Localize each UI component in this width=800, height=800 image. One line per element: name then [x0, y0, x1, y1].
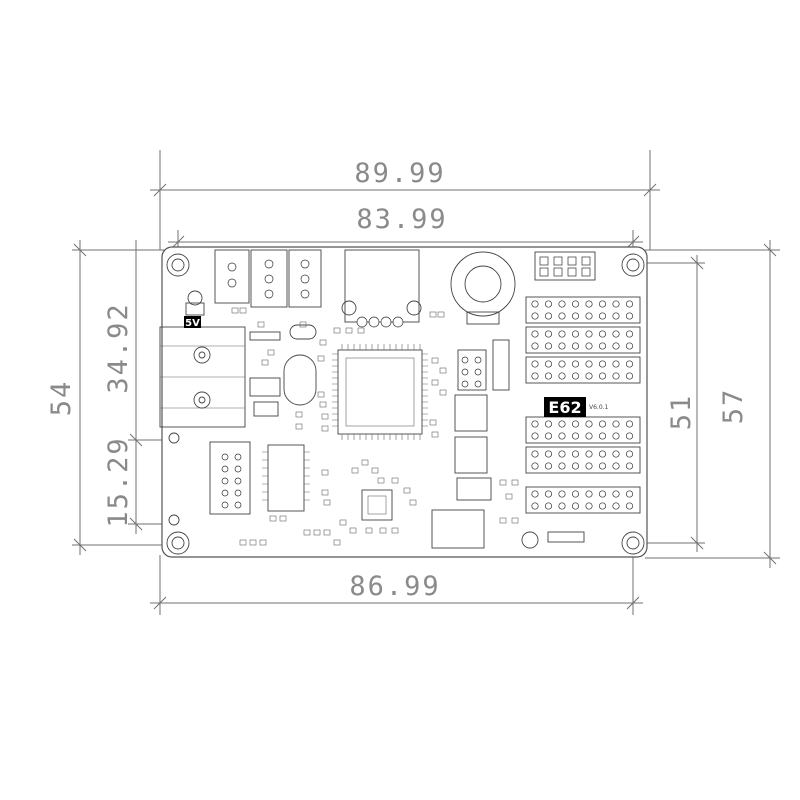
smd-part	[321, 469, 329, 476]
smd-part	[321, 425, 329, 432]
header-connector	[525, 446, 641, 474]
smd-part	[403, 487, 411, 494]
smd-part	[317, 391, 325, 398]
smd-part	[391, 477, 399, 484]
smd-part	[267, 349, 275, 356]
header-connector	[525, 486, 641, 514]
mounting-holes	[166, 253, 645, 555]
smd-part	[511, 479, 519, 486]
smd-part	[333, 539, 341, 546]
smd-part	[319, 401, 327, 408]
dim-bottom: 86.99	[349, 571, 440, 602]
smd-part	[333, 327, 341, 334]
smd-part	[499, 479, 507, 486]
smd-part	[295, 411, 303, 418]
smd-part	[313, 529, 321, 536]
smd-part	[321, 489, 329, 496]
qfn-chip	[361, 489, 393, 521]
dim-left-total: 54	[46, 380, 77, 417]
dim-top-inner: 83.99	[356, 204, 447, 235]
smd-part	[431, 357, 439, 364]
smd-part	[431, 379, 439, 386]
smd-part	[409, 499, 417, 506]
smd-part	[231, 307, 239, 314]
smd-part	[261, 359, 269, 366]
header-connector	[525, 296, 641, 324]
terminal-blocks	[214, 249, 322, 308]
smd-part	[317, 355, 325, 362]
smd-part	[377, 477, 385, 484]
smd-part	[257, 321, 265, 328]
smd-part	[339, 519, 347, 526]
smd-part	[431, 431, 439, 438]
smd-part	[511, 517, 519, 524]
smd-part	[239, 307, 247, 314]
smd-part	[361, 459, 369, 466]
smd-part	[295, 423, 303, 430]
voltage-label: 5V	[185, 318, 200, 329]
usb-connector	[431, 477, 585, 549]
smd-part	[379, 527, 387, 534]
smd-components	[231, 307, 519, 546]
model-label: E62	[548, 398, 581, 417]
model-tag: E62	[544, 397, 586, 417]
smd-part	[371, 467, 379, 474]
smd-part	[299, 321, 307, 328]
smd-part	[499, 517, 507, 524]
smd-part	[351, 467, 359, 474]
smd-part	[303, 529, 311, 536]
smd-part	[279, 515, 287, 522]
coin-battery	[450, 251, 516, 325]
header-connector	[525, 356, 641, 384]
smd-part	[439, 367, 447, 374]
dim-left-upper: 34.92	[103, 302, 134, 393]
dip-chips	[454, 339, 510, 474]
smd-part	[429, 419, 437, 426]
main-chip	[332, 344, 428, 440]
smd-part	[259, 539, 267, 546]
smd-part	[439, 389, 447, 396]
jumper-header	[534, 251, 596, 281]
pcb-board	[161, 246, 648, 558]
smd-part	[349, 527, 357, 534]
ethernet-jack	[341, 249, 422, 328]
smd-part	[323, 529, 331, 536]
smd-part	[429, 311, 437, 318]
smd-part	[321, 413, 329, 420]
smd-part	[365, 527, 373, 534]
smd-part	[249, 539, 257, 546]
version-label: V6.0.1	[589, 404, 609, 411]
left-connectors	[159, 290, 251, 515]
smd-part	[437, 311, 445, 318]
crystal	[249, 324, 317, 417]
smd-part	[323, 499, 331, 506]
smd-part	[269, 515, 277, 522]
smd-part	[345, 327, 353, 334]
voltage-tag: 5V	[184, 316, 201, 329]
smd-part	[357, 327, 365, 334]
smd-part	[319, 339, 327, 346]
header-connector	[525, 326, 641, 354]
smd-part	[391, 527, 399, 534]
dim-left-lower: 15.29	[103, 436, 134, 527]
smd-part	[505, 493, 513, 500]
driver-ic	[262, 444, 310, 512]
dim-right-inner: 51	[666, 394, 697, 431]
dim-top-outer: 89.99	[354, 158, 445, 189]
dim-right-outer: 57	[718, 388, 749, 425]
smd-part	[239, 539, 247, 546]
